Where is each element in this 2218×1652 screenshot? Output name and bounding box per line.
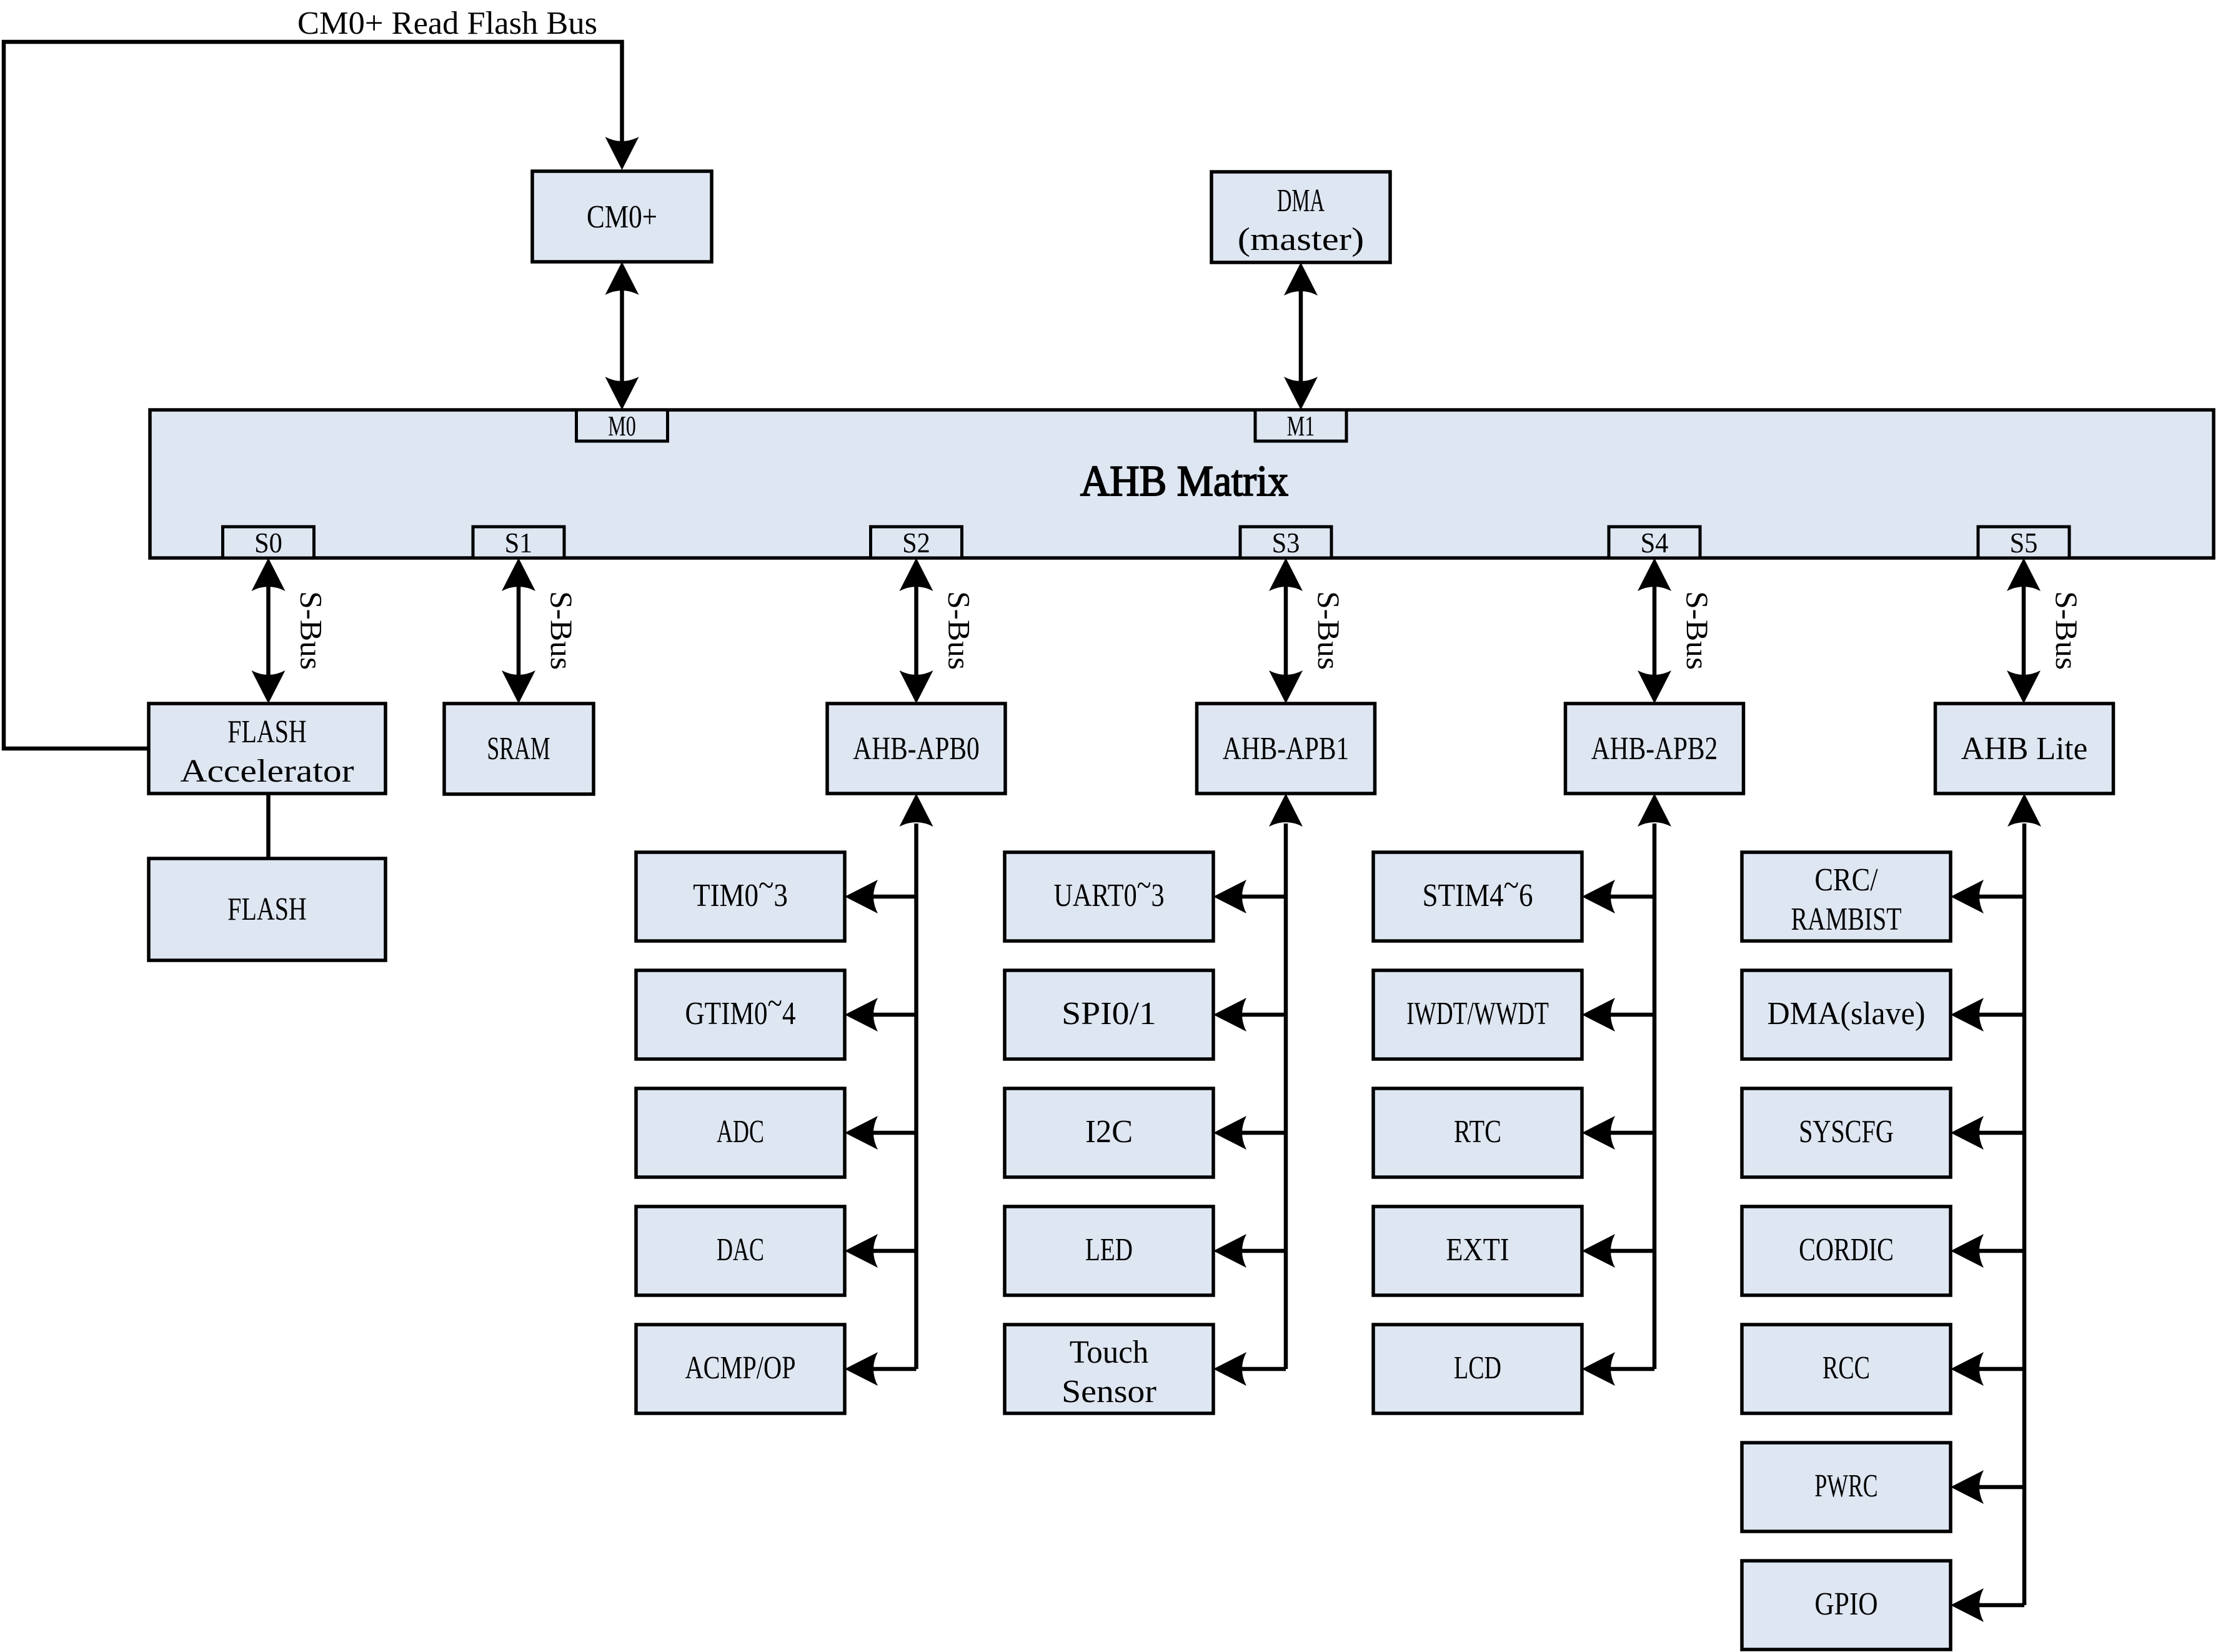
svg-text:S5: S5 bbox=[2010, 527, 2038, 559]
svg-text:LED: LED bbox=[1085, 1232, 1133, 1268]
svg-text:M1: M1 bbox=[1287, 410, 1315, 442]
svg-text:AHB-APB2: AHB-APB2 bbox=[1591, 731, 1718, 767]
svg-text:AHB-APB0: AHB-APB0 bbox=[853, 731, 979, 767]
svg-text:Sensor: Sensor bbox=[1062, 1374, 1156, 1410]
svg-text:S3: S3 bbox=[1272, 527, 1300, 559]
svg-text:DMA(slave): DMA(slave) bbox=[1768, 996, 1926, 1032]
svg-text:PWRC: PWRC bbox=[1814, 1468, 1877, 1504]
svg-text:RAMBIST: RAMBIST bbox=[1791, 902, 1901, 937]
svg-text:I2C: I2C bbox=[1085, 1114, 1133, 1150]
svg-text:CRC/: CRC/ bbox=[1814, 862, 1878, 898]
svg-text:SPI0/1: SPI0/1 bbox=[1062, 996, 1156, 1032]
svg-text:AHB Matrix: AHB Matrix bbox=[1080, 457, 1288, 505]
svg-text:(master): (master) bbox=[1238, 222, 1364, 257]
svg-text:S-Bus: S-Bus bbox=[1680, 591, 1715, 670]
svg-text:FLASH: FLASH bbox=[227, 714, 307, 750]
svg-text:S-Bus: S-Bus bbox=[942, 591, 977, 670]
svg-text:DMA: DMA bbox=[1277, 183, 1325, 219]
svg-text:S-Bus: S-Bus bbox=[294, 591, 329, 670]
svg-text:CM0+: CM0+ bbox=[587, 199, 657, 235]
svg-text:S4: S4 bbox=[1641, 527, 1669, 559]
svg-text:EXTI: EXTI bbox=[1446, 1232, 1509, 1268]
svg-text:SRAM: SRAM bbox=[487, 731, 550, 767]
svg-text:FLASH: FLASH bbox=[227, 892, 307, 927]
svg-text:S1: S1 bbox=[505, 527, 533, 559]
svg-text:S2: S2 bbox=[902, 527, 930, 559]
svg-text:AHB Lite: AHB Lite bbox=[1961, 731, 2087, 767]
svg-text:ADC: ADC bbox=[717, 1114, 764, 1150]
svg-text:GPIO: GPIO bbox=[1814, 1586, 1877, 1622]
svg-text:CM0+ Read Flash Bus: CM0+ Read Flash Bus bbox=[297, 6, 597, 41]
svg-text:LCD: LCD bbox=[1454, 1350, 1501, 1386]
svg-text:S-Bus: S-Bus bbox=[2049, 591, 2084, 670]
svg-text:CORDIC: CORDIC bbox=[1799, 1232, 1894, 1268]
svg-text:AHB-APB1: AHB-APB1 bbox=[1223, 731, 1349, 767]
svg-text:S-Bus: S-Bus bbox=[1311, 591, 1346, 670]
svg-text:S0: S0 bbox=[254, 527, 282, 559]
svg-text:RCC: RCC bbox=[1823, 1350, 1870, 1386]
svg-text:Accelerator: Accelerator bbox=[180, 754, 354, 789]
svg-text:IWDT/WWDT: IWDT/WWDT bbox=[1406, 996, 1549, 1032]
svg-text:S-Bus: S-Bus bbox=[544, 591, 579, 670]
svg-text:ACMP/OP: ACMP/OP bbox=[685, 1350, 795, 1386]
svg-text:RTC: RTC bbox=[1454, 1114, 1501, 1150]
svg-text:DAC: DAC bbox=[717, 1232, 764, 1268]
svg-text:Touch: Touch bbox=[1070, 1335, 1149, 1370]
svg-text:SYSCFG: SYSCFG bbox=[1799, 1114, 1894, 1150]
svg-text:M0: M0 bbox=[608, 410, 636, 442]
